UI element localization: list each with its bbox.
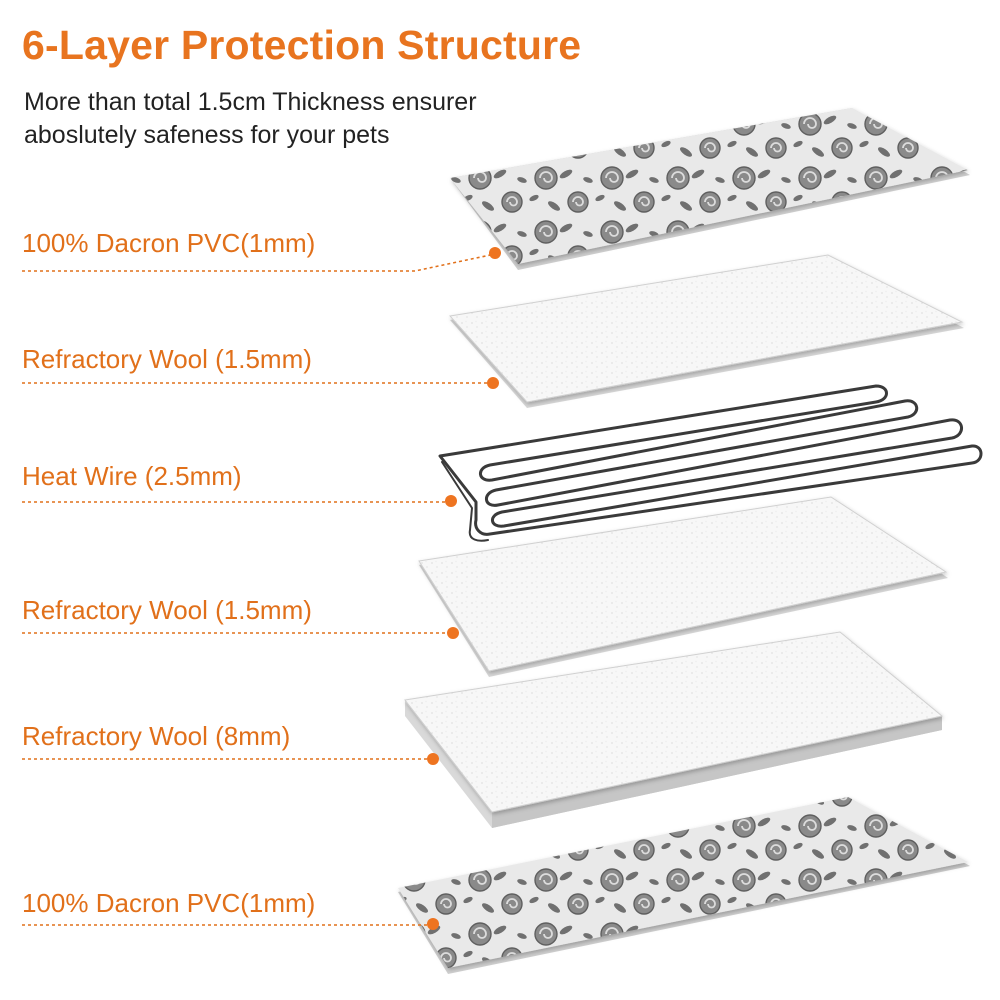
layer-2-label: Refractory Wool (1.5mm)	[22, 344, 312, 374]
subtitle-line-2: aboslutely safeness for your pets	[24, 121, 390, 149]
layer-6-marker-dot	[427, 918, 439, 930]
layer-2-marker-dot	[487, 377, 499, 389]
layer-1-marker-dot	[489, 247, 501, 259]
page-title: 6-Layer Protection Structure	[22, 22, 582, 68]
layer-1-label: 100% Dacron PVC(1mm)	[22, 228, 316, 258]
layer-5-marker-dot	[427, 753, 439, 765]
layer-1-dacron-pvc	[450, 108, 970, 270]
layer-6-dacron-pvc	[398, 797, 970, 974]
layer-5-refractory-wool	[404, 631, 944, 828]
layer-6-label: 100% Dacron PVC(1mm)	[22, 888, 316, 918]
layer-2-refractory-wool	[449, 254, 964, 408]
layer-3-marker-dot	[445, 495, 457, 507]
subtitle: More than total 1.5cm Thickness ensurer …	[24, 86, 477, 152]
layer-5-label: Refractory Wool (8mm)	[22, 721, 291, 751]
layer-4-marker-dot	[447, 627, 459, 639]
layer-4-label: Refractory Wool (1.5mm)	[22, 595, 312, 625]
subtitle-line-1: More than total 1.5cm Thickness ensurer	[24, 88, 477, 116]
layer-1-leader-line	[22, 253, 496, 272]
layer-3-label: Heat Wire (2.5mm)	[22, 461, 242, 491]
layer-3-heat-wire	[438, 384, 983, 542]
layer-4-refractory-wool	[418, 496, 948, 677]
